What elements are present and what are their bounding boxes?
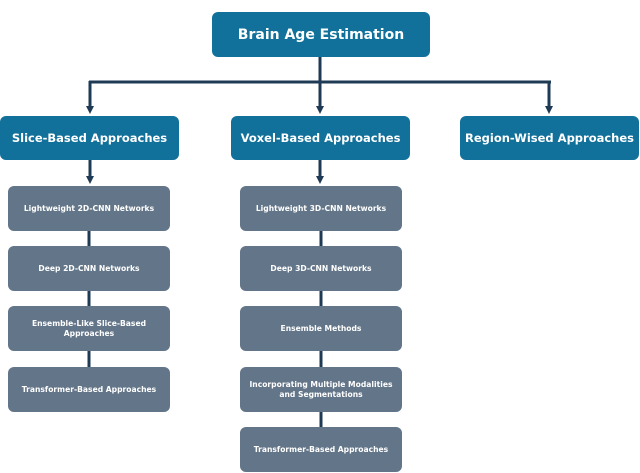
node-slice-based: Slice-Based Approaches bbox=[0, 116, 179, 160]
leaf-node: Lightweight 2D-CNN Networks bbox=[8, 186, 170, 231]
leaf-node: Ensemble-Like Slice-Based Approaches bbox=[8, 306, 170, 351]
leaf-node: Deep 2D-CNN Networks bbox=[8, 246, 170, 291]
leaf-node: Transformer-Based Approaches bbox=[240, 427, 402, 472]
root-node: Brain Age Estimation bbox=[212, 12, 430, 57]
node-voxel-based: Voxel-Based Approaches bbox=[231, 116, 410, 160]
leaf-node: Ensemble Methods bbox=[240, 306, 402, 351]
leaf-node: Lightweight 3D-CNN Networks bbox=[240, 186, 402, 231]
node-region-wised: Region-Wised Approaches bbox=[460, 116, 639, 160]
leaf-node: Deep 3D-CNN Networks bbox=[240, 246, 402, 291]
leaf-node: Incorporating Multiple Modalities and Se… bbox=[240, 367, 402, 412]
leaf-node: Transformer-Based Approaches bbox=[8, 367, 170, 412]
